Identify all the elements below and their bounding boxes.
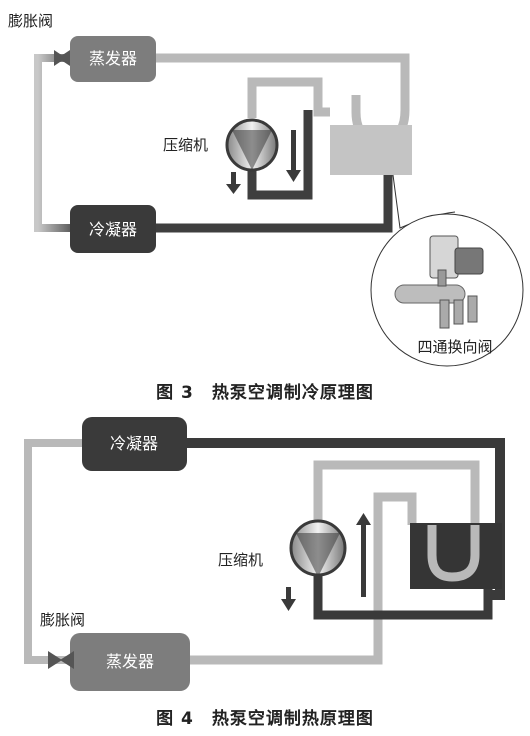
four-way-valve-label: 四通换向阀	[417, 338, 492, 356]
evaporator-label: 蒸发器	[89, 49, 137, 68]
expansion-valve-icon	[54, 50, 70, 66]
evaporator-outlet-pipe	[190, 492, 417, 665]
compressor-icon	[225, 118, 279, 172]
expansion-valve-icon	[48, 651, 74, 669]
expansion-valve-label: 膨胀阀	[40, 611, 85, 629]
condenser-label: 冷凝器	[110, 434, 158, 453]
flow-arrow-down	[281, 587, 296, 611]
four-way-valve-box	[330, 125, 412, 175]
condenser-inlet-pipe	[185, 438, 505, 600]
evaporator-box	[70, 36, 156, 82]
figure-4-diagram: 冷凝器 蒸发器 膨胀阀 压缩机	[24, 417, 505, 691]
condenser-box	[70, 205, 156, 253]
suction-pipe	[247, 77, 330, 118]
discharge-pipe	[247, 110, 313, 200]
compressor-label: 压缩机	[218, 551, 263, 569]
discharge-pipe	[313, 575, 493, 620]
condenser-inlet-pipe	[155, 172, 393, 233]
expansion-valve-label: 膨胀阀	[8, 12, 53, 30]
compressor-label: 压缩机	[163, 136, 208, 154]
condenser-label: 冷凝器	[89, 220, 137, 239]
flow-arrow-down-right	[286, 130, 301, 182]
condenser-box	[82, 417, 187, 471]
figure-3-caption: 图 3 热泵空调制冷原理图	[156, 383, 374, 403]
four-way-valve-photo	[394, 235, 484, 329]
flow-arrow-up	[356, 513, 371, 597]
evaporator-box	[70, 633, 190, 691]
figure-3-diagram: 蒸发器 冷凝器 膨胀阀 压缩机 四通换向阀	[8, 12, 524, 367]
compressor-icon	[289, 519, 347, 577]
flow-arrow-down-left	[226, 172, 241, 194]
liquid-line-pipe	[34, 54, 72, 232]
evaporator-label: 蒸发器	[106, 652, 154, 671]
figure-4-caption: 图 4 热泵空调制热原理图	[156, 709, 374, 729]
